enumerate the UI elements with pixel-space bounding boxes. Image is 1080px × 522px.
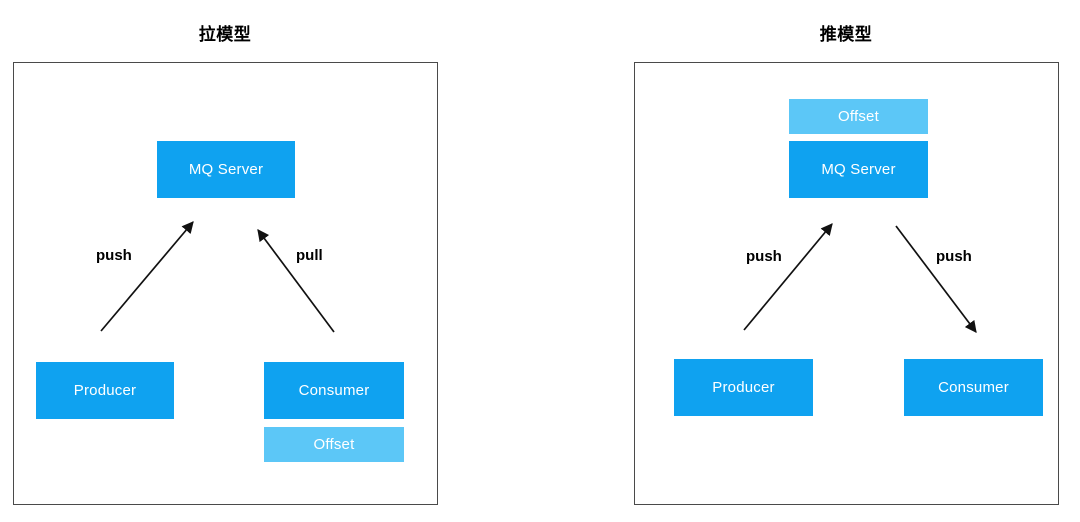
edge-label-push-consumer-push-model: push [936, 248, 972, 265]
node-offset-pull-model[interactable]: Offset [264, 427, 404, 462]
node-offset-push-model[interactable]: Offset [789, 99, 928, 134]
node-producer-pull-model[interactable]: Producer [36, 362, 174, 419]
edge-label-push-producer-pull-model: push [96, 247, 132, 264]
panel-title-push-model: 推模型 [819, 25, 873, 44]
node-producer-push-model[interactable]: Producer [674, 359, 813, 416]
panel-push-model [634, 62, 1059, 505]
node-consumer-push-model[interactable]: Consumer [904, 359, 1043, 416]
node-mq-server-push-model[interactable]: MQ Server [789, 141, 928, 198]
edge-label-pull-consumer-pull-model: pull [296, 247, 323, 264]
node-consumer-pull-model[interactable]: Consumer [264, 362, 404, 419]
panel-title-pull-model: 拉模型 [198, 25, 252, 44]
node-mq-server-pull-model[interactable]: MQ Server [157, 141, 295, 198]
edge-label-push-producer-push-model: push [746, 248, 782, 265]
